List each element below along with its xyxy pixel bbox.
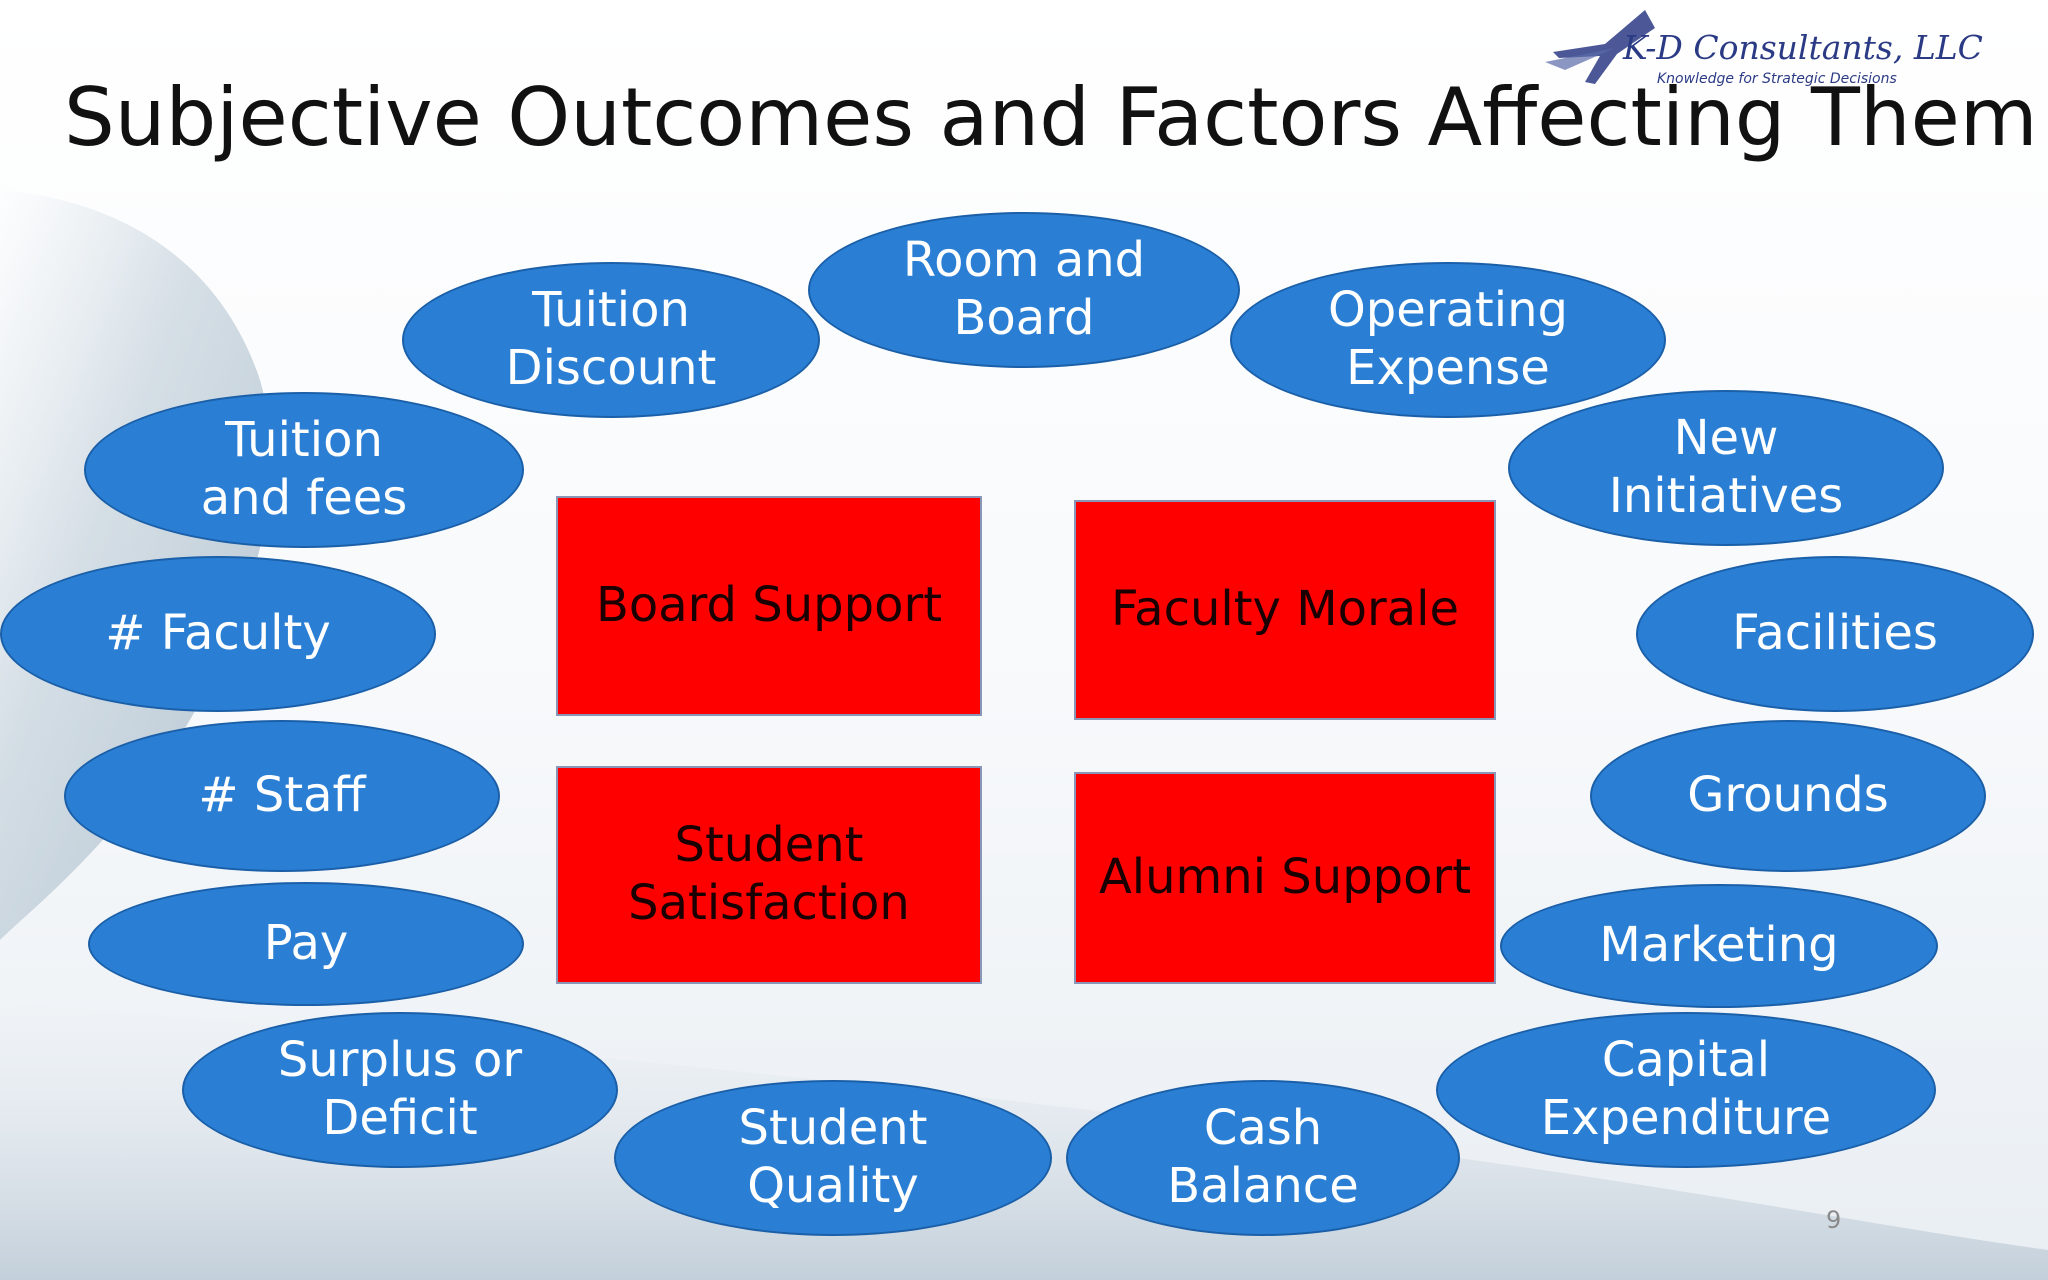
- factor-student-quality: Student Quality: [614, 1080, 1052, 1236]
- factor-pay: Pay: [88, 882, 524, 1006]
- outcome-student-satisfaction: Student Satisfaction: [556, 766, 982, 984]
- factor-cash-balance: Cash Balance: [1066, 1080, 1460, 1236]
- factor-new-initiatives: New Initiatives: [1508, 390, 1944, 546]
- outcome-board-support: Board Support: [556, 496, 982, 716]
- factor-surplus-or-deficit: Surplus or Deficit: [182, 1012, 618, 1168]
- outcome-faculty-morale: Faculty Morale: [1074, 500, 1496, 720]
- jet-icon: [1545, 10, 1655, 84]
- factor-grounds: Grounds: [1590, 720, 1986, 872]
- factor-faculty-count: # Faculty: [0, 556, 436, 712]
- company-logo: K-D Consultants, LLC Knowledge for Strat…: [1545, 4, 1983, 94]
- logo-tagline: Knowledge for Strategic Decisions: [1657, 71, 1897, 87]
- factor-tuition-and-fees: Tuition and fees: [84, 392, 524, 548]
- factor-capital-expenditure: Capital Expenditure: [1436, 1012, 1936, 1168]
- factor-staff-count: # Staff: [64, 720, 500, 872]
- page-number: 9: [1826, 1206, 1842, 1234]
- slide-title: Subjective Outcomes and Factors Affectin…: [64, 71, 2038, 164]
- factor-facilities: Facilities: [1636, 556, 2034, 712]
- factor-room-and-board: Room and Board: [808, 212, 1240, 368]
- factor-tuition-discount: Tuition Discount: [402, 262, 820, 418]
- logo-name: K-D Consultants, LLC: [1623, 28, 1983, 67]
- factor-operating-expense: Operating Expense: [1230, 262, 1666, 418]
- factor-marketing: Marketing: [1500, 884, 1938, 1008]
- outcome-alumni-support: Alumni Support: [1074, 772, 1496, 984]
